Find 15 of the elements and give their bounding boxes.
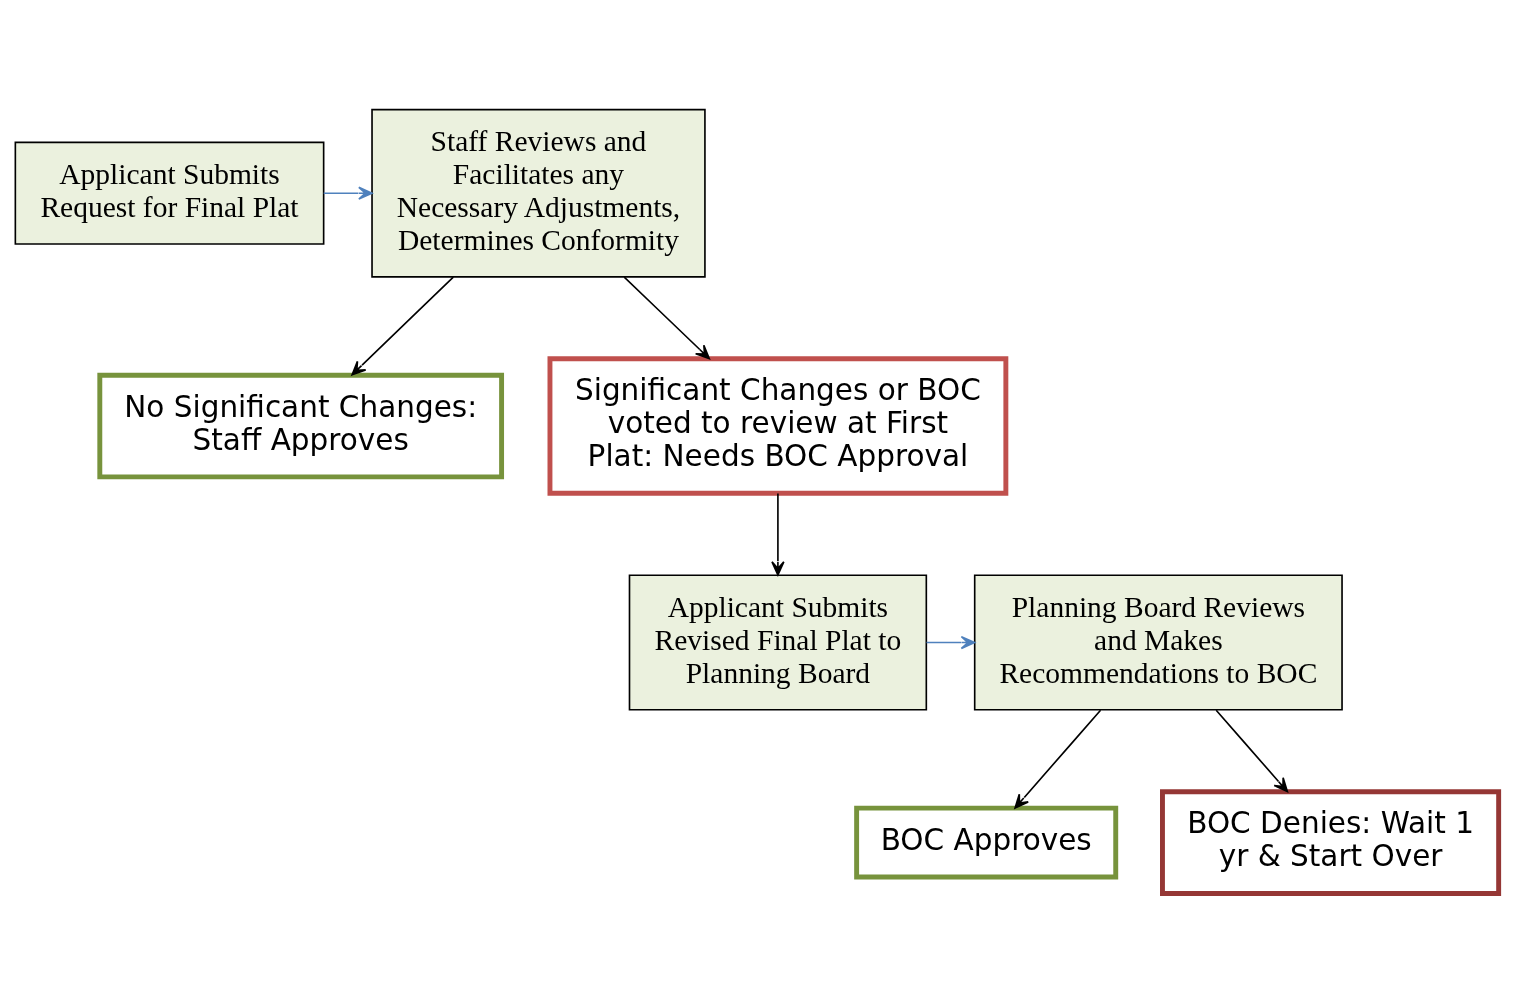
node-box: No Significant Changes: Staff Approves bbox=[97, 372, 505, 479]
node-box: BOC Approves bbox=[854, 805, 1119, 879]
arrow bbox=[351, 275, 455, 376]
node-box: Applicant Submits Request for Final Plat bbox=[14, 141, 325, 245]
arrow bbox=[771, 492, 785, 576]
arrow bbox=[1215, 708, 1289, 792]
arrow bbox=[623, 275, 711, 359]
arrow bbox=[1014, 708, 1102, 809]
arrow bbox=[322, 185, 373, 200]
node-box: Applicant Submits Revised Final Plat to Planning Board bbox=[628, 573, 928, 711]
node-box: BOC Denies: Wait 1 yr & Start Over bbox=[1160, 788, 1502, 896]
node-box: Planning Board Reviews and Makes Recommendations to BOC bbox=[973, 573, 1343, 711]
node-box: Significant Changes or BOC voted to review at First Plat: Needs BOC Approval bbox=[547, 355, 1009, 496]
node-box: Staff Reviews and Facilitates any Necessary Adjustments, Determines Conformity bbox=[371, 108, 706, 278]
arrow bbox=[925, 635, 976, 649]
